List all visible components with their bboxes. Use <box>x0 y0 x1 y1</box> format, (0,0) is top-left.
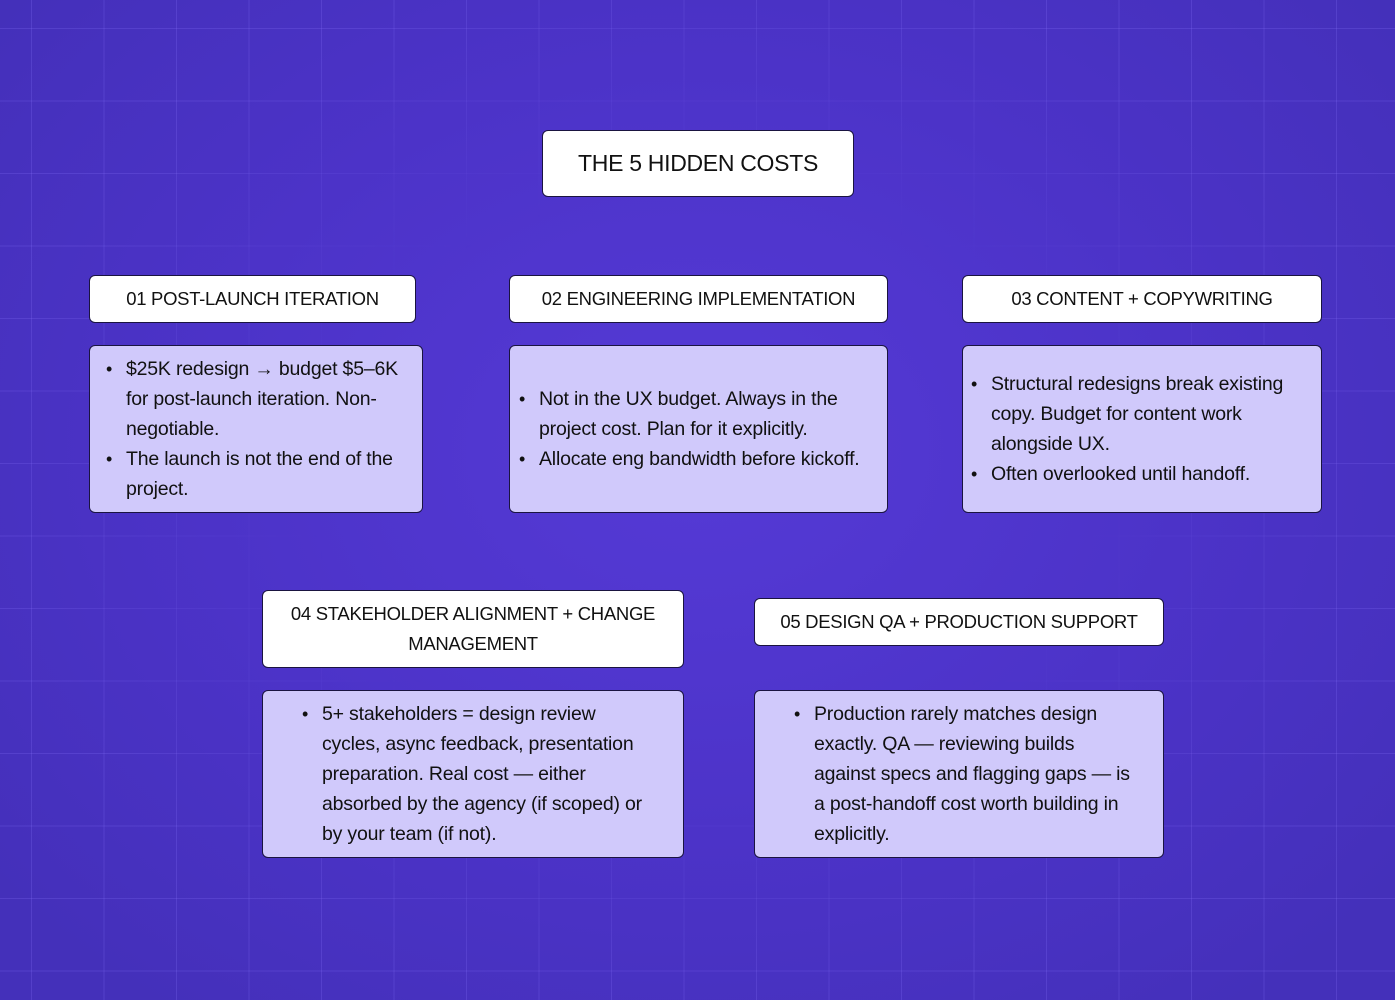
cost-03-heading: 03 CONTENT + COPYWRITING <box>962 275 1322 323</box>
diagram-title: THE 5 HIDDEN COSTS <box>542 130 854 197</box>
cost-01-heading: 01 POST-LAUNCH ITERATION <box>89 275 416 323</box>
cost-03-bullet: Structural redesigns break existing copy… <box>971 369 1313 459</box>
cost-03-bullet: Often overlooked until handoff. <box>971 459 1313 489</box>
cost-02-heading-text: 02 ENGINEERING IMPLEMENTATION <box>541 288 856 309</box>
cost-01-details: $25K redesign → budget $5–6K for post-la… <box>89 345 423 513</box>
cost-05-heading: 05 DESIGN QA + PRODUCTION SUPPORT <box>754 598 1164 646</box>
cost-05-heading-text: 05 DESIGN QA + PRODUCTION SUPPORT <box>780 611 1138 632</box>
cost-01-bullet: $25K redesign → budget $5–6K for post-la… <box>106 354 414 444</box>
cost-01-bullet: The launch is not the end of the project… <box>106 444 414 504</box>
cost-01-heading-text: 01 POST-LAUNCH ITERATION <box>126 288 379 309</box>
cost-04-heading: 04 STAKEHOLDER ALIGNMENT + CHANGE MANAGE… <box>262 590 684 668</box>
cost-02-bullet: Not in the UX budget. Always in the proj… <box>519 384 867 444</box>
cost-03-details: Structural redesigns break existing copy… <box>962 345 1322 513</box>
diagram-title-text: THE 5 HIDDEN COSTS <box>578 150 818 176</box>
cost-02-heading: 02 ENGINEERING IMPLEMENTATION <box>509 275 888 323</box>
cost-02-bullet: Allocate eng bandwidth before kickoff. <box>519 444 867 474</box>
cost-02-details: Not in the UX budget. Always in the proj… <box>509 345 888 513</box>
cost-05-bullet: Production rarely matches design exactly… <box>794 699 1133 849</box>
cost-05-details: Production rarely matches design exactly… <box>754 690 1164 858</box>
cost-04-heading-text: 04 STAKEHOLDER ALIGNMENT + CHANGE MANAGE… <box>290 603 656 654</box>
cost-04-bullet: 5+ stakeholders = design review cycles, … <box>302 699 653 849</box>
cost-03-heading-text: 03 CONTENT + COPYWRITING <box>1011 288 1273 309</box>
cost-04-details: 5+ stakeholders = design review cycles, … <box>262 690 684 858</box>
